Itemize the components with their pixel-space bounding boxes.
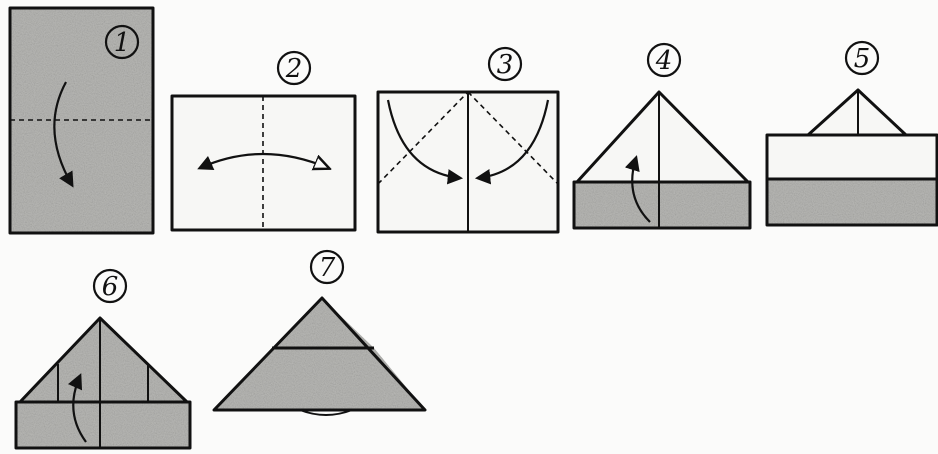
step-5: 5 bbox=[767, 42, 937, 225]
step-number: 3 bbox=[497, 50, 514, 80]
step-number: 5 bbox=[854, 44, 871, 74]
step-number: 6 bbox=[102, 272, 119, 302]
step-4: 4 bbox=[574, 44, 750, 228]
step-3: 3 bbox=[378, 48, 558, 232]
paper-band bbox=[574, 182, 750, 228]
step-6: 6 bbox=[16, 270, 190, 448]
step-number: 4 bbox=[655, 46, 673, 76]
paper-white-band bbox=[767, 135, 937, 179]
hat-top bbox=[272, 298, 374, 348]
paper-gray-band bbox=[767, 179, 937, 225]
step-7: 7 bbox=[214, 251, 425, 415]
step-number: 2 bbox=[285, 54, 303, 84]
paper-band bbox=[16, 402, 190, 448]
paper-triangle bbox=[20, 318, 187, 402]
paper-triangle bbox=[577, 92, 748, 182]
step-2: 2 bbox=[172, 52, 355, 230]
step-number: 7 bbox=[319, 253, 336, 283]
step-1: 1 bbox=[10, 8, 153, 233]
step-number: 1 bbox=[114, 28, 131, 58]
